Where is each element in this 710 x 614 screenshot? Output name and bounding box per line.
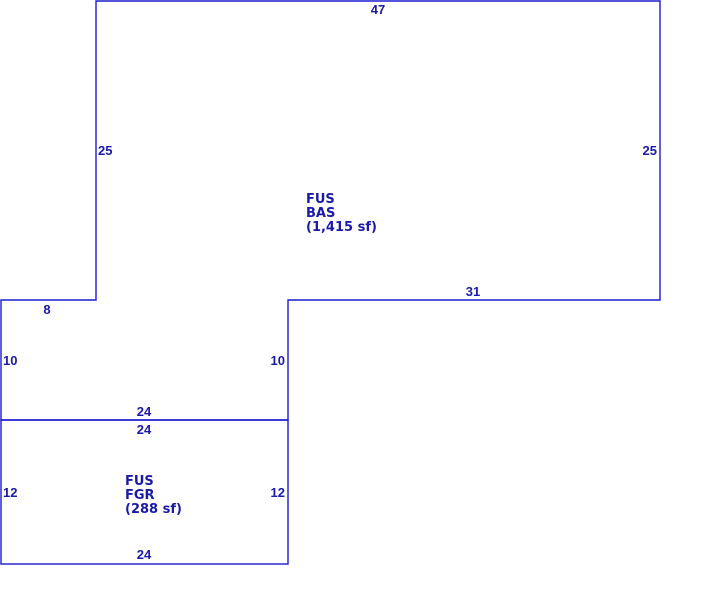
main-area-size: (1,415 sf) [306, 220, 377, 235]
dimension-main-right: 25 [643, 143, 657, 158]
dimension-main-left-upper: 25 [98, 143, 112, 158]
garage-area-outline[interactable] [0, 419, 289, 565]
dimension-main-inner-side: 10 [271, 353, 285, 368]
main-area-label: FUS BAS (1,415 sf) [306, 192, 377, 235]
garage-area-size: (288 sf) [125, 502, 182, 517]
dimension-main-left-lower: 10 [3, 353, 17, 368]
dimension-garage-right: 12 [271, 485, 285, 500]
main-area-code: BAS [306, 206, 335, 221]
dimension-garage-bottom: 24 [137, 547, 152, 562]
garage-area-code: FGR [125, 488, 155, 503]
main-area-level: FUS [306, 192, 335, 207]
dimension-garage-top: 24 [137, 422, 152, 437]
dimension-garage-left: 12 [3, 485, 17, 500]
dimension-main-step-bottom: 31 [466, 284, 480, 299]
garage-area-label: FUS FGR (288 sf) [125, 474, 182, 517]
dimension-main-bottom: 24 [137, 404, 152, 419]
dimension-main-top: 47 [371, 2, 385, 17]
dimension-main-left-notch: 8 [43, 302, 50, 317]
garage-area-level: FUS [125, 474, 154, 489]
